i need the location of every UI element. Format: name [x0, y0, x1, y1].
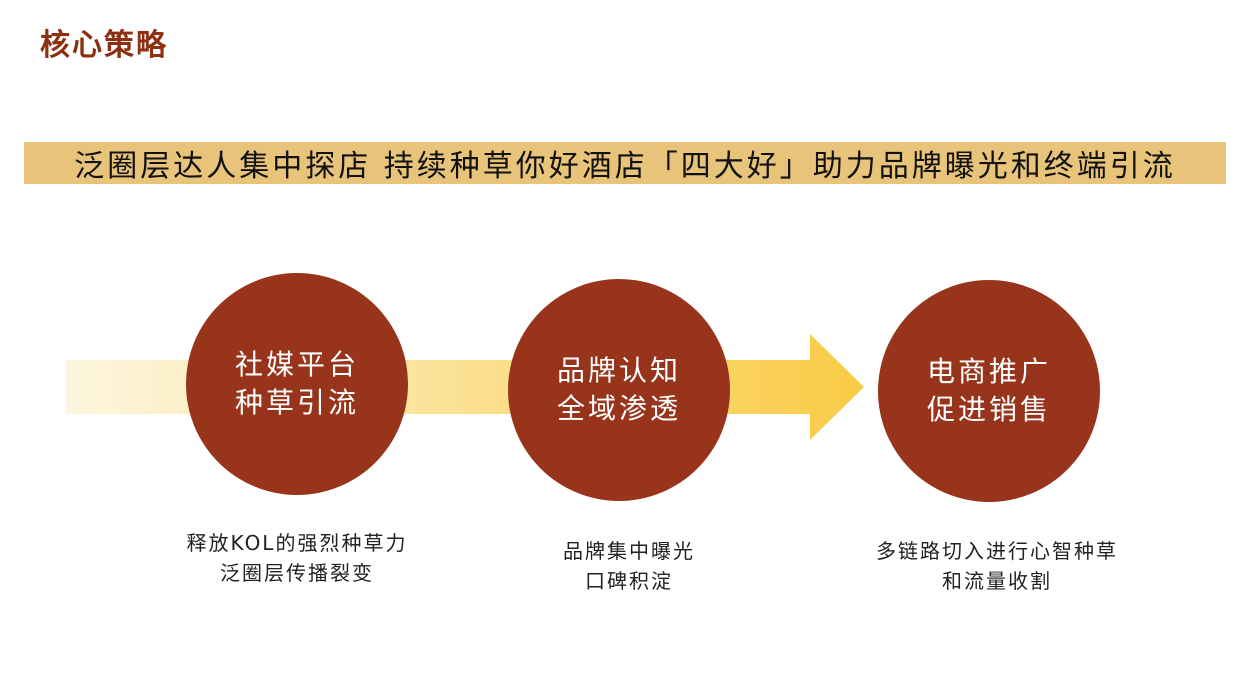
step-circle-line: 全域渗透 [556, 392, 681, 425]
step-circle-line: 种草引流 [234, 386, 359, 419]
step-caption-line: 释放KOL的强烈种草力 [186, 531, 408, 555]
step-circle-brand-awareness: 品牌认知 全域渗透 [508, 279, 730, 501]
step-circle-social-media: 社媒平台 种草引流 [186, 273, 408, 495]
step-caption-line: 泛圈层传播裂变 [220, 561, 374, 585]
step-caption-social-media: 释放KOL的强烈种草力 泛圈层传播裂变 [137, 528, 457, 588]
step-caption-line: 多链路切入进行心智种草 [876, 539, 1118, 563]
step-caption-line: 品牌集中曝光 [563, 539, 695, 563]
step-circle-line: 社媒平台 [234, 348, 359, 381]
headline-text: 泛圈层达人集中探店 持续种草你好酒店「四大好」助力品牌曝光和终端引流 [74, 149, 1176, 184]
page-title: 核心策略 [40, 28, 168, 63]
step-circle-ecommerce: 电商推广 促进销售 [878, 280, 1100, 502]
step-caption-line: 口碑积淀 [585, 569, 673, 593]
step-caption-brand-awareness: 品牌集中曝光 口碑积淀 [469, 536, 789, 596]
step-circle-line: 电商推广 [926, 355, 1051, 388]
step-circle-line: 促进销售 [926, 393, 1051, 426]
step-caption-line: 和流量收割 [942, 569, 1052, 593]
headline-banner: 泛圈层达人集中探店 持续种草你好酒店「四大好」助力品牌曝光和终端引流 [24, 142, 1226, 184]
step-caption-ecommerce: 多链路切入进行心智种草 和流量收割 [837, 536, 1157, 596]
step-circle-line: 品牌认知 [556, 354, 681, 387]
